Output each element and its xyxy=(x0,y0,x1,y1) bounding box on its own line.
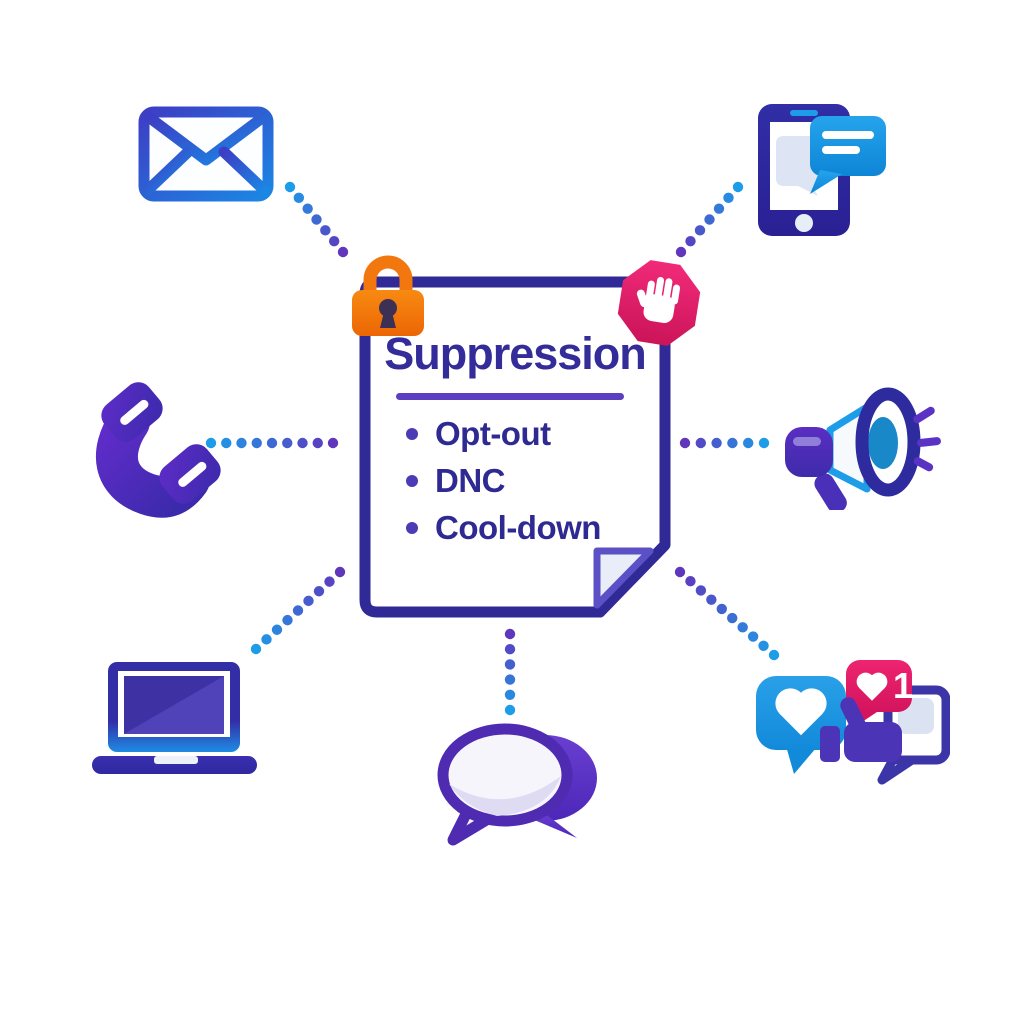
bullet-icon xyxy=(406,427,418,440)
lock-icon xyxy=(352,255,424,336)
chat-bubbles-icon xyxy=(437,723,597,846)
phone-call-icon xyxy=(95,382,221,518)
megaphone-icon xyxy=(785,387,941,510)
list-item-cool-down: Cool-down xyxy=(406,504,601,551)
folded-corner xyxy=(593,547,654,609)
card-title: Suppression xyxy=(384,328,647,379)
sms-phone-icon xyxy=(758,104,886,236)
stop-hand-icon xyxy=(617,260,701,346)
bullet-icon xyxy=(406,521,418,534)
email-icon xyxy=(138,106,274,202)
list-item-dnc: DNC xyxy=(406,457,601,504)
thumbs-up xyxy=(820,697,902,762)
social-reactions-icon: 1 xyxy=(756,660,950,785)
title-underline xyxy=(396,393,624,400)
like-count: 1 xyxy=(893,665,913,706)
laptop-icon xyxy=(92,662,257,774)
list-item-opt-out: Opt-out xyxy=(406,410,601,457)
bullet-icon xyxy=(406,474,418,487)
suppression-list: Opt-out DNC Cool-down xyxy=(406,410,601,551)
